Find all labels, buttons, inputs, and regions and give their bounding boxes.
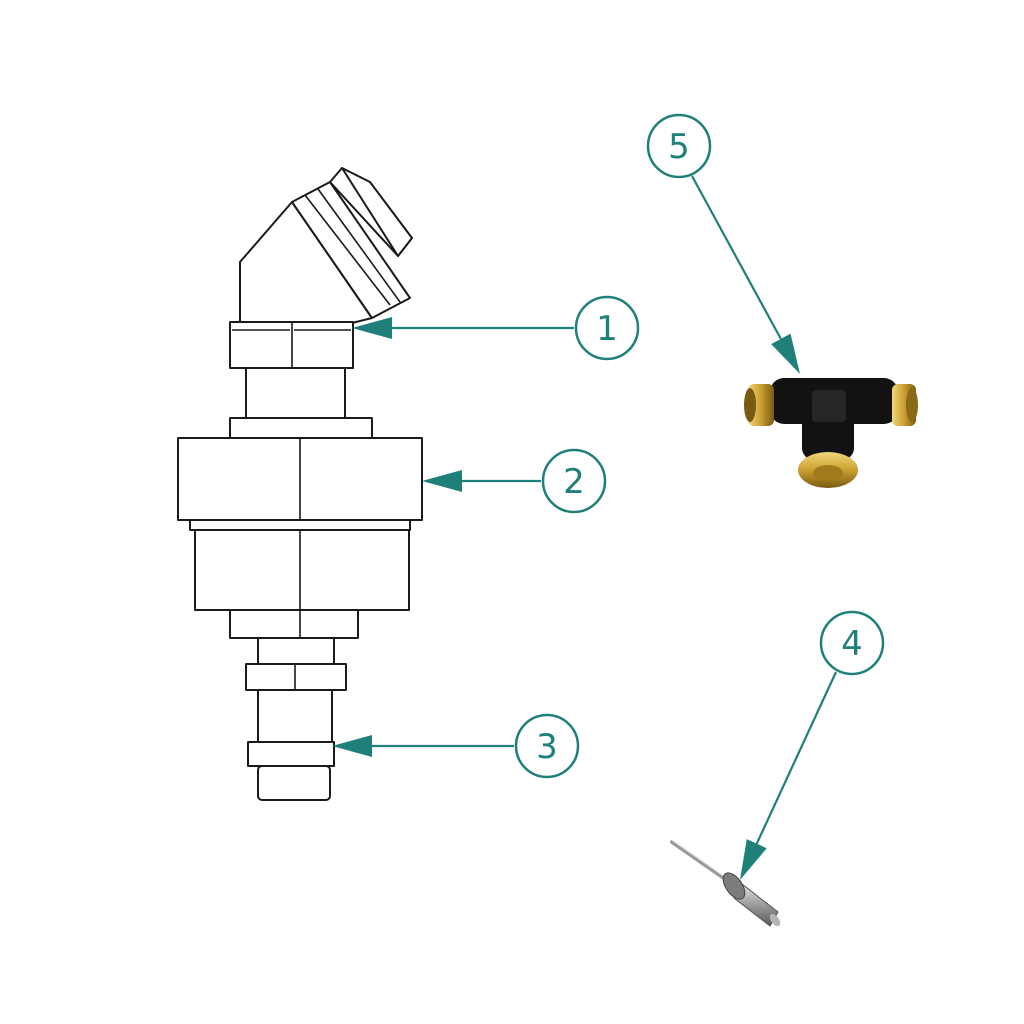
callout-circle-1 bbox=[574, 295, 640, 361]
callout-circle-5 bbox=[646, 113, 712, 179]
arrowhead-2 bbox=[422, 470, 462, 492]
large-hex-nut bbox=[177, 437, 423, 521]
callout-number-5: 5 bbox=[668, 127, 690, 167]
elbow-fitting bbox=[239, 167, 413, 325]
arrowhead-1 bbox=[352, 317, 392, 339]
lower-collar bbox=[229, 609, 359, 639]
arrowhead-3 bbox=[332, 735, 372, 757]
callout-number-4: 4 bbox=[841, 624, 863, 664]
lower-hex-body bbox=[194, 529, 410, 611]
callout-circle-3 bbox=[514, 713, 580, 779]
nipple-3 bbox=[247, 741, 335, 801]
rivet-flange bbox=[722, 872, 746, 900]
callout-3: 3 bbox=[332, 713, 580, 779]
callout-number-3: 3 bbox=[536, 727, 558, 767]
callout-circle-2 bbox=[541, 448, 607, 514]
callout-4: 4 bbox=[740, 610, 885, 880]
callout-circle-4 bbox=[819, 610, 885, 676]
tee-fitting bbox=[744, 378, 918, 488]
callout-number-2: 2 bbox=[563, 462, 585, 502]
blind-rivet bbox=[670, 839, 781, 927]
small-hex-nut bbox=[245, 663, 347, 691]
callout-5: 5 bbox=[646, 113, 800, 374]
leader-line-4 bbox=[755, 671, 837, 845]
hex-nut-1 bbox=[229, 321, 354, 369]
washer-middle bbox=[189, 519, 411, 531]
stem-upper bbox=[245, 367, 346, 419]
valve-assembly bbox=[177, 167, 423, 801]
arrowhead-5 bbox=[771, 333, 800, 374]
arrowhead-4 bbox=[740, 839, 767, 880]
callout-2: 2 bbox=[422, 448, 607, 514]
shaft bbox=[257, 689, 333, 743]
callout-1: 1 bbox=[352, 295, 640, 361]
callout-number-1: 1 bbox=[596, 309, 618, 349]
washer-upper bbox=[229, 417, 373, 439]
neck bbox=[257, 637, 335, 665]
tee-center-block bbox=[812, 390, 846, 422]
callouts: 1 2 3 4 5 bbox=[332, 113, 885, 880]
leader-line-5 bbox=[691, 175, 782, 340]
